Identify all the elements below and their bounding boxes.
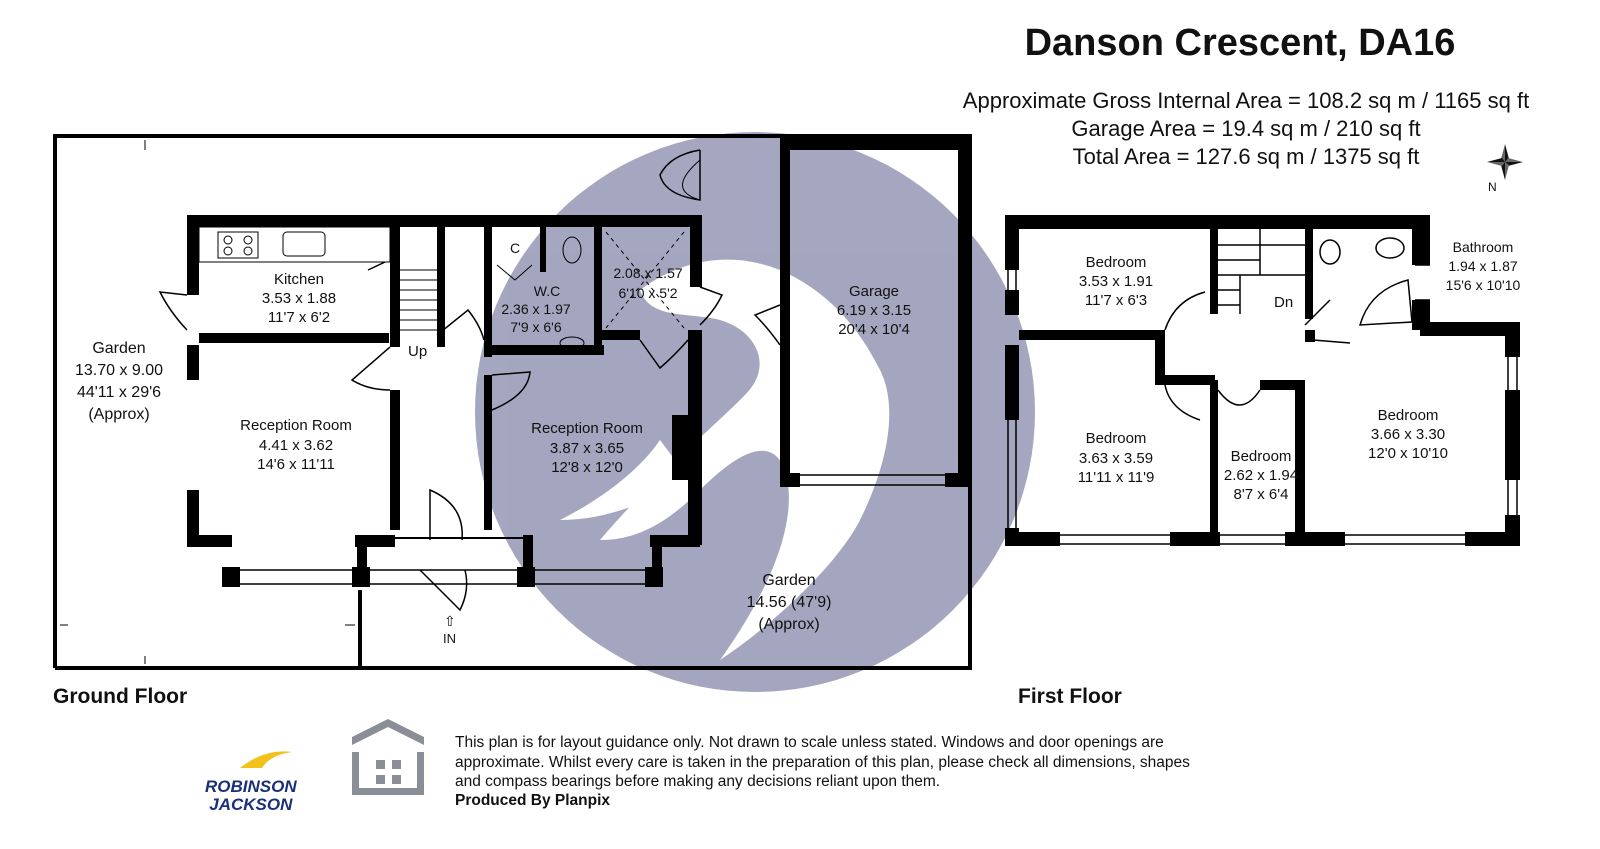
garden-1-label: Garden <box>92 340 146 357</box>
bedroom-4-metric: 3.66 x 3.30 <box>1370 426 1446 443</box>
garden-1-metric: 13.70 x 9.00 <box>74 362 164 379</box>
bedroom-1-label: Bedroom <box>1085 254 1147 271</box>
garage-area: Garage Area = 19.4 sq m / 210 sq ft <box>1071 116 1421 141</box>
bathroom-metric: 1.94 x 1.87 <box>1448 258 1518 274</box>
bedroom-3-imperial: 8'7 x 6'4 <box>1233 486 1289 503</box>
bathroom-label: Bathroom <box>1452 239 1514 255</box>
lobby-metric: 2.08 x 1.57 <box>613 265 683 281</box>
bedroom-1-imperial: 11'7 x 6'3 <box>1084 292 1148 309</box>
garage-imperial: 20'4 x 10'4 <box>838 321 910 338</box>
compass-icon <box>1487 144 1523 180</box>
robinson-jackson-logo: ROBINSON JACKSON <box>205 778 297 814</box>
wc-metric: 2.36 x 1.97 <box>501 301 571 317</box>
reception-room-2-label: Reception Room <box>531 420 643 437</box>
wc-imperial: 7'9 x 6'6 <box>510 319 562 335</box>
bedroom-4-label: Bedroom <box>1377 407 1439 424</box>
bedroom-2-metric: 3.63 x 3.59 <box>1078 450 1154 467</box>
ground-floor-label: Ground Floor <box>53 685 188 708</box>
bedroom-2-imperial: 11'11 x 11'9 <box>1077 469 1155 486</box>
reception-room-2-metric: 3.87 x 3.65 <box>549 440 625 457</box>
cupboard-label: C <box>510 240 521 256</box>
bedroom-1-metric: 3.53 x 1.91 <box>1078 273 1154 290</box>
reception-room-2-imperial: 12'8 x 12'0 <box>551 459 623 476</box>
wc-label: W.C <box>533 283 561 299</box>
total-area: Total Area = 127.6 sq m / 1375 sq ft <box>1072 144 1420 169</box>
bedroom-3-metric: 2.62 x 1.94 <box>1223 467 1299 484</box>
gross-internal-area: Approximate Gross Internal Area = 108.2 … <box>962 88 1530 113</box>
brand-line-1: ROBINSON <box>205 777 297 796</box>
brand-swoosh-icon <box>240 751 292 768</box>
first-floor-label: First Floor <box>1018 685 1122 708</box>
garden-1-imperial: 44'11 x 29'6 <box>76 384 162 401</box>
first-floor-walls <box>1005 215 1520 546</box>
garden-2-metric: 14.56 (47'9) <box>746 594 832 611</box>
entrance-label: IN <box>443 631 456 646</box>
garage-metric: 6.19 x 3.15 <box>836 302 912 319</box>
kitchen-metric: 3.53 x 1.88 <box>261 290 337 307</box>
page-title: Danson Crescent, DA16 <box>1024 22 1456 64</box>
disclaimer-text: This plan is for layout guidance only. N… <box>455 734 1190 790</box>
reception-room-1-imperial: 14'6 x 11'11 <box>257 456 335 473</box>
lobby-imperial: 6'10 x 5'2 <box>618 285 678 301</box>
garage-label: Garage <box>848 283 900 300</box>
brand-line-2: JACKSON <box>209 795 293 814</box>
garden-2-note: (Approx) <box>758 616 820 633</box>
bedroom-2-label: Bedroom <box>1085 430 1147 447</box>
planpix-logo-icon <box>352 719 424 795</box>
stairs-up-label: Up <box>408 343 428 360</box>
kitchen-label: Kitchen <box>273 271 325 288</box>
bathroom-imperial: 15'6 x 10'10 <box>1445 277 1521 293</box>
bedroom-4-imperial: 12'0 x 10'10 <box>1368 445 1448 462</box>
compass-north-label: N <box>1488 180 1497 194</box>
garden-2-label: Garden <box>762 572 816 589</box>
ground-floor-walls <box>53 134 972 670</box>
garden-1-note: (Approx) <box>88 406 150 423</box>
bedroom-3-label: Bedroom <box>1230 448 1292 465</box>
produced-by-text: Produced By Planpix <box>455 792 611 809</box>
stairs-down-label: Dn <box>1274 294 1294 311</box>
kitchen-imperial: 11'7 x 6'2 <box>267 309 331 326</box>
entrance-arrow-icon: ⇧ <box>444 613 456 629</box>
reception-room-1-label: Reception Room <box>240 417 352 434</box>
watermark-logo <box>475 132 1035 692</box>
reception-room-1-metric: 4.41 x 3.62 <box>258 437 334 454</box>
